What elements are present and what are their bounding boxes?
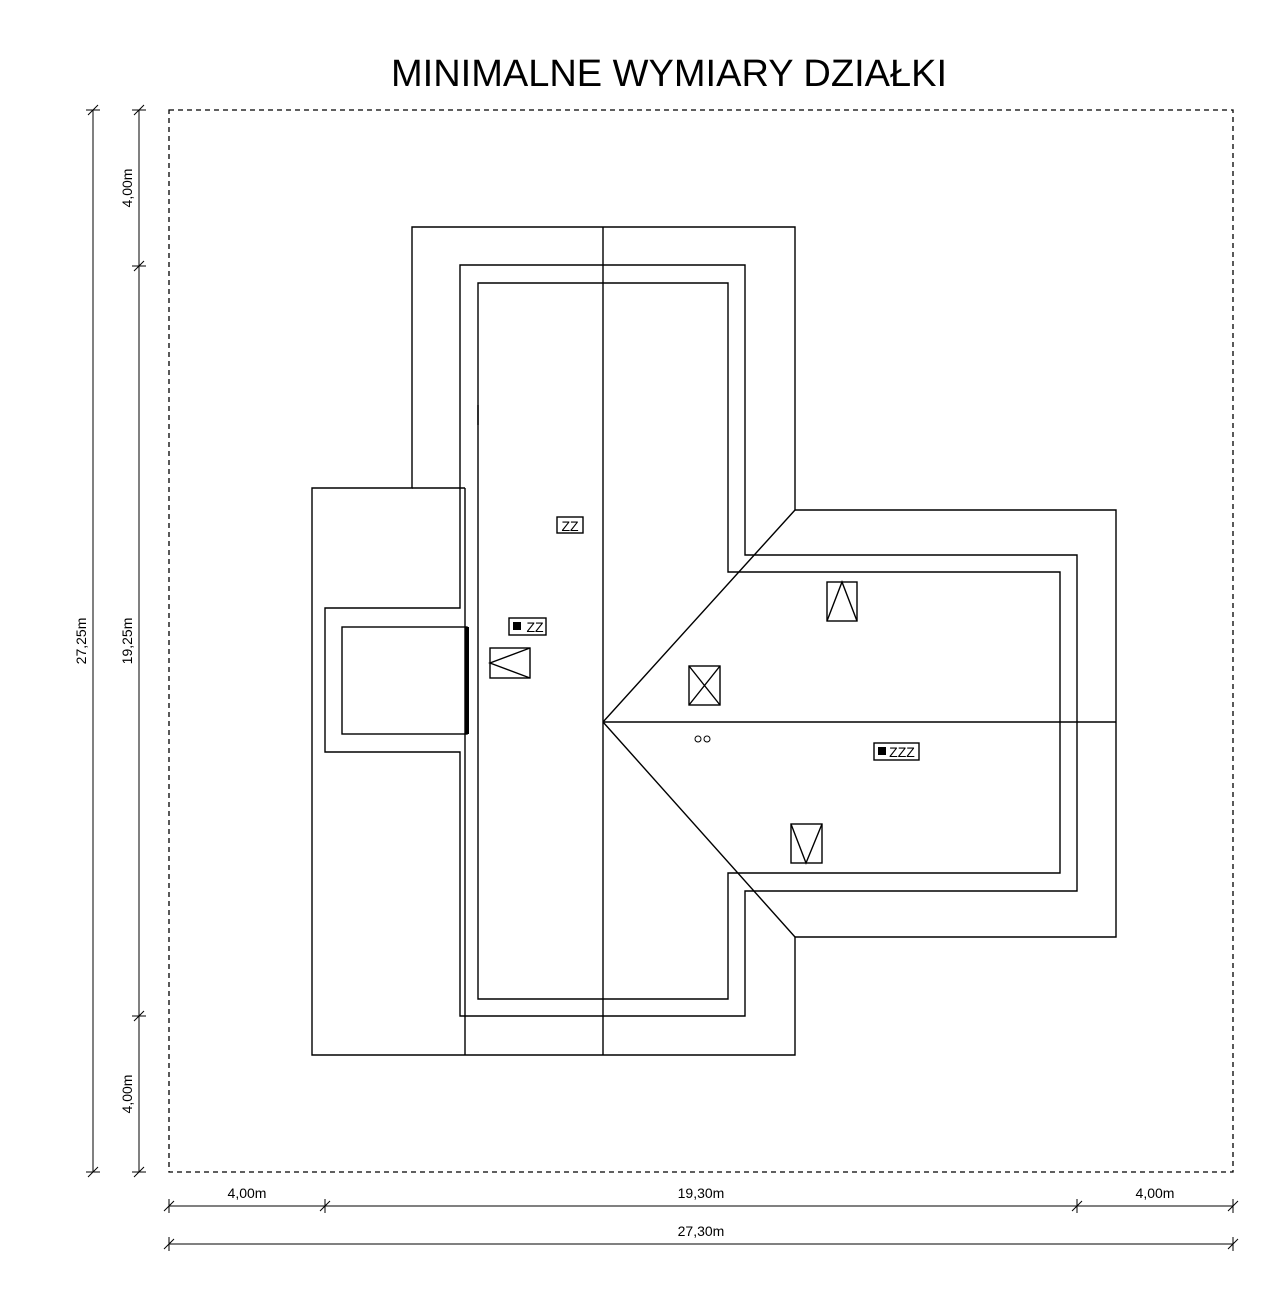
annex-wall bbox=[341, 626, 468, 735]
main-wall-outline bbox=[324, 264, 1078, 1017]
chimney-1: ZZ bbox=[556, 516, 584, 534]
dimension-label-bottom-total: 27,30m bbox=[678, 1223, 725, 1239]
plot-boundary bbox=[168, 109, 1234, 1173]
chimney-2: ZZ bbox=[508, 617, 547, 636]
building-roof-plan bbox=[311, 226, 1117, 1056]
roof-window-top bbox=[826, 580, 858, 622]
dimension-label-left-total: 27,25m bbox=[73, 618, 89, 665]
valley-line-bottom bbox=[602, 721, 796, 938]
vent-pipes bbox=[694, 735, 711, 743]
roof-window-bottom bbox=[790, 823, 823, 865]
dimension-label-left-middle: 19,25m bbox=[119, 618, 135, 665]
roof-outline bbox=[311, 226, 1117, 1056]
dimension-label-bottom-left: 4,00m bbox=[228, 1185, 267, 1201]
dimension-left-segments: 4,00m 19,25m 4,00m bbox=[119, 104, 146, 1178]
dimension-bottom-total: 27,30m bbox=[163, 1223, 1239, 1251]
dimension-left-total: 27,25m bbox=[73, 104, 100, 1178]
dimension-label-bottom-middle: 19,30m bbox=[678, 1185, 725, 1201]
valley-line-top bbox=[602, 509, 796, 723]
roof-window-middle bbox=[688, 665, 721, 706]
chimney-2-label: ZZ bbox=[526, 619, 544, 635]
chimney-3: ZZZ bbox=[873, 742, 920, 761]
chimney-1-label: ZZ bbox=[561, 518, 579, 534]
page-title: MINIMALNE WYMIARY DZIAŁKI bbox=[391, 53, 947, 95]
roof-window-left bbox=[488, 647, 531, 679]
dimension-label-left-top: 4,00m bbox=[119, 169, 135, 208]
dimension-bottom-segments: 4,00m 19,30m 4,00m bbox=[163, 1185, 1239, 1213]
dimension-label-left-bottom: 4,00m bbox=[119, 1075, 135, 1114]
chimney-3-label: ZZZ bbox=[889, 744, 915, 760]
inner-wall-outline bbox=[477, 282, 1061, 1000]
dimension-label-bottom-right: 4,00m bbox=[1136, 1185, 1175, 1201]
